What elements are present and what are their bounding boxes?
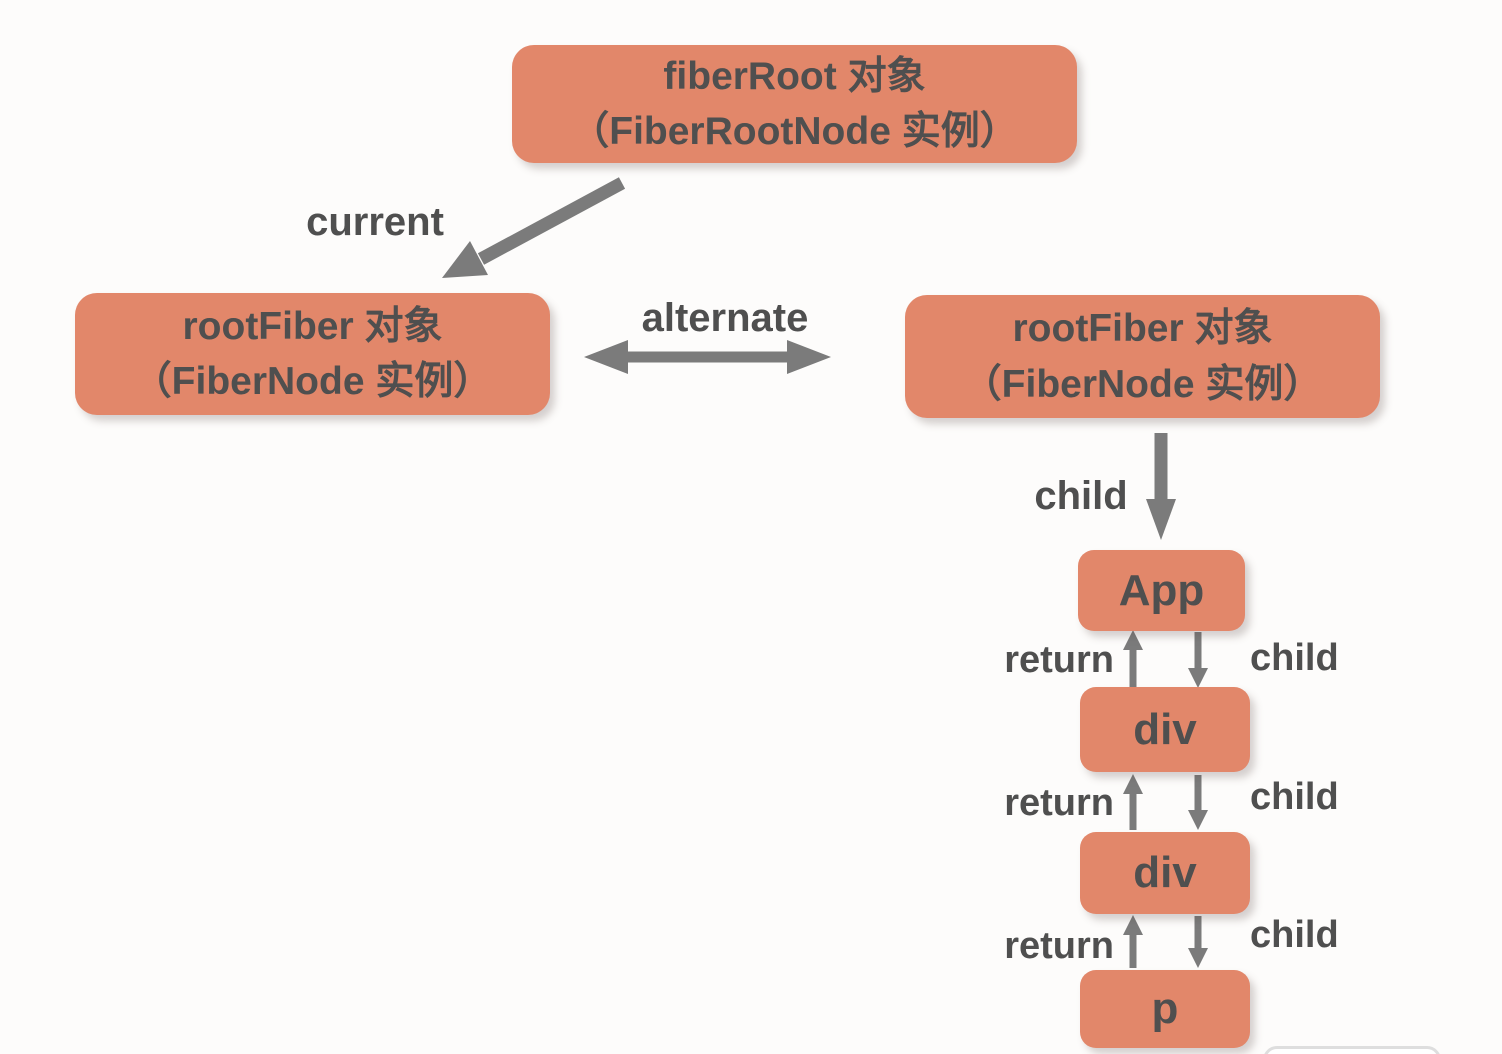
node-root-fiber-right-line1: rootFiber 对象 — [1012, 307, 1273, 351]
node-div-1-label: div — [1133, 704, 1197, 754]
child-arrow-icon-1 — [1188, 632, 1208, 688]
node-fiber-root-line1: fiberRoot 对象 — [663, 54, 926, 98]
node-p-label: p — [1151, 984, 1179, 1033]
node-div-2: div — [1080, 832, 1250, 914]
return-arrow-icon-2 — [1123, 774, 1143, 830]
root-child-label: child — [1034, 474, 1128, 518]
current-label: current — [306, 200, 444, 244]
node-app-label: App — [1118, 565, 1205, 615]
root-child-arrow-icon — [1146, 433, 1176, 540]
return-label-3: return — [1004, 925, 1114, 967]
return-arrow-icon-1 — [1123, 630, 1143, 687]
child-label-1: child — [1250, 637, 1339, 679]
child-arrow-icon-2 — [1188, 775, 1208, 830]
node-root-fiber-right-line2: （FiberNode 实例） — [962, 362, 1323, 406]
node-root-fiber-right: rootFiber 对象 （FiberNode 实例） — [905, 295, 1380, 418]
clipped-box-edge — [1263, 1046, 1441, 1054]
node-fiber-root-line2: （FiberRootNode 实例） — [570, 110, 1019, 153]
node-p: p — [1080, 970, 1250, 1048]
child-label-2: child — [1250, 776, 1339, 818]
return-arrow-icon-3 — [1123, 915, 1143, 968]
node-root-fiber-left-line2: （FiberNode 实例） — [132, 360, 493, 403]
child-arrow-icon-3 — [1188, 916, 1208, 968]
alternate-arrow-icon — [584, 340, 831, 374]
alternate-label: alternate — [641, 296, 809, 340]
return-label-2: return — [1004, 782, 1114, 824]
node-div-1: div — [1080, 687, 1250, 772]
return-label-1: return — [1004, 639, 1114, 681]
node-div-2-label: div — [1133, 848, 1197, 897]
node-root-fiber-left: rootFiber 对象 （FiberNode 实例） — [75, 293, 550, 415]
node-fiber-root: fiberRoot 对象 （FiberRootNode 实例） — [512, 45, 1077, 163]
child-label-3: child — [1250, 914, 1339, 956]
node-app: App — [1078, 550, 1245, 631]
node-root-fiber-left-line1: rootFiber 对象 — [182, 304, 443, 348]
